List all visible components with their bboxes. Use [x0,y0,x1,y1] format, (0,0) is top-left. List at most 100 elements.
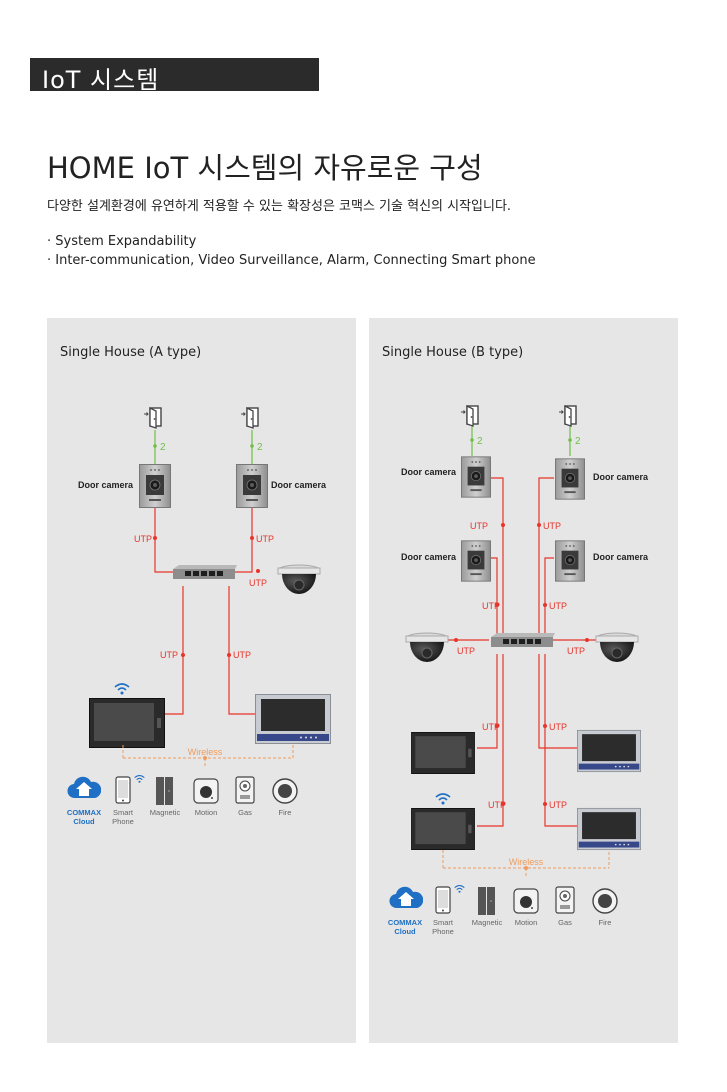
bullet-item: · Inter-communication, Video Surveillanc… [47,253,536,268]
gas-sensor-icon [555,886,575,914]
utp-dot [501,802,505,806]
panel-title: Single House (B type) [382,345,524,360]
utp-dot [227,653,231,657]
count-dot [470,438,474,442]
utp-lines [435,477,605,827]
utp-dot [537,523,541,527]
motion-sensor-icon [513,888,539,914]
count-dot [153,444,157,448]
utp-lines [148,508,262,718]
door-icon [240,407,259,429]
utp-dot [585,638,589,642]
utp-label: UTP [470,521,488,531]
page-subhead: 다양한 설계환경에 유연하게 적용할 수 있는 확장성은 코맥스 기술 혁신의 … [47,199,512,214]
wireless-label: Wireless [188,747,223,757]
device-label: Gas [238,808,252,817]
wifi-icon [134,774,145,784]
utp-label: UTP [256,534,274,544]
door-camera [461,456,491,498]
device-label: Magnetic [472,918,503,927]
utp-dot [495,724,499,728]
utp-dot [256,569,260,573]
bullet-item: · System Expandability [47,234,197,249]
utp-label: UTP [549,601,567,611]
utp-label: UTP [134,534,152,544]
wireless-dot [203,756,207,760]
device-label: Smart [433,918,454,927]
device-label: COMMAX [67,808,101,817]
dome-camera [277,564,321,595]
cloud-icon [389,886,423,909]
count-label: 2 [575,436,581,447]
device-label: Cloud [73,817,95,826]
wifi-icon [454,884,465,894]
phone-icon [435,886,451,914]
indoor-monitor [89,698,165,748]
motion-sensor-icon [193,778,219,804]
count-lines [471,426,571,456]
utp-label: UTP [482,722,500,732]
utp-dot [543,724,547,728]
dome-camera [595,632,639,663]
utp-dot [153,536,157,540]
network-switch [173,565,237,579]
door-icon [558,405,577,427]
fire-sensor-icon [272,778,298,804]
gas-sensor-icon [235,776,255,804]
door-icon [460,405,479,427]
count-lines [154,430,253,466]
utp-label: UTP [160,650,178,660]
door-camera [555,540,585,582]
utp-dot [543,603,547,607]
indoor-monitor [411,808,475,850]
utp-label: UTP [488,800,506,810]
device-label: COMMAX [388,918,422,927]
utp-dot [501,523,505,527]
banner-title: IoT 시스템 [42,66,160,94]
door-camera-label: Door camera [593,472,649,482]
indoor-monitor [577,729,641,773]
page-headline: HOME IoT 시스템의 자유로운 구성 [47,151,483,185]
count-label: 2 [257,442,263,453]
utp-dot [454,638,458,642]
device-label: Smart [113,808,134,817]
panel-a-type: Single House (A type) 2 2 UTP UTP UTP UT… [47,318,356,1043]
wireless-dot [524,866,528,870]
title-banner [30,58,319,91]
diagram-b: 2 2 UTP UTP UTP UTP UTP U [388,405,649,936]
device-label: Magnetic [150,808,181,817]
count-dot [568,438,572,442]
door-camera-label: Door camera [401,552,457,562]
wifi-icon [435,793,451,806]
device-label: Cloud [394,927,416,936]
indoor-monitor [577,807,641,851]
utp-label: UTP [249,578,267,588]
wireless-label: Wireless [509,857,544,867]
device-label: Motion [515,918,538,927]
count-label: 2 [160,442,166,453]
door-camera-label: Door camera [78,480,134,490]
magnetic-sensor-icon [156,777,173,805]
utp-label: UTP [482,601,500,611]
utp-dot [543,802,547,806]
wifi-icon [114,683,130,696]
utp-label: UTP [457,646,475,656]
utp-label: UTP [567,646,585,656]
door-camera-label: Door camera [271,480,327,490]
device-label: Motion [195,808,218,817]
utp-label: UTP [543,521,561,531]
panel-title: Single House (A type) [60,345,202,360]
cloud-icon [67,776,101,799]
indoor-monitor [411,732,475,774]
device-label: Phone [112,817,134,826]
panel-b-type: Single House (B type) 2 2 [369,318,678,1043]
phone-icon [115,776,131,804]
utp-label: UTP [233,650,251,660]
utp-dot [250,536,254,540]
door-camera [236,464,268,508]
utp-label: UTP [549,722,567,732]
device-label: Gas [558,918,572,927]
door-camera-label: Door camera [593,552,649,562]
utp-dot [181,653,185,657]
count-label: 2 [477,436,483,447]
